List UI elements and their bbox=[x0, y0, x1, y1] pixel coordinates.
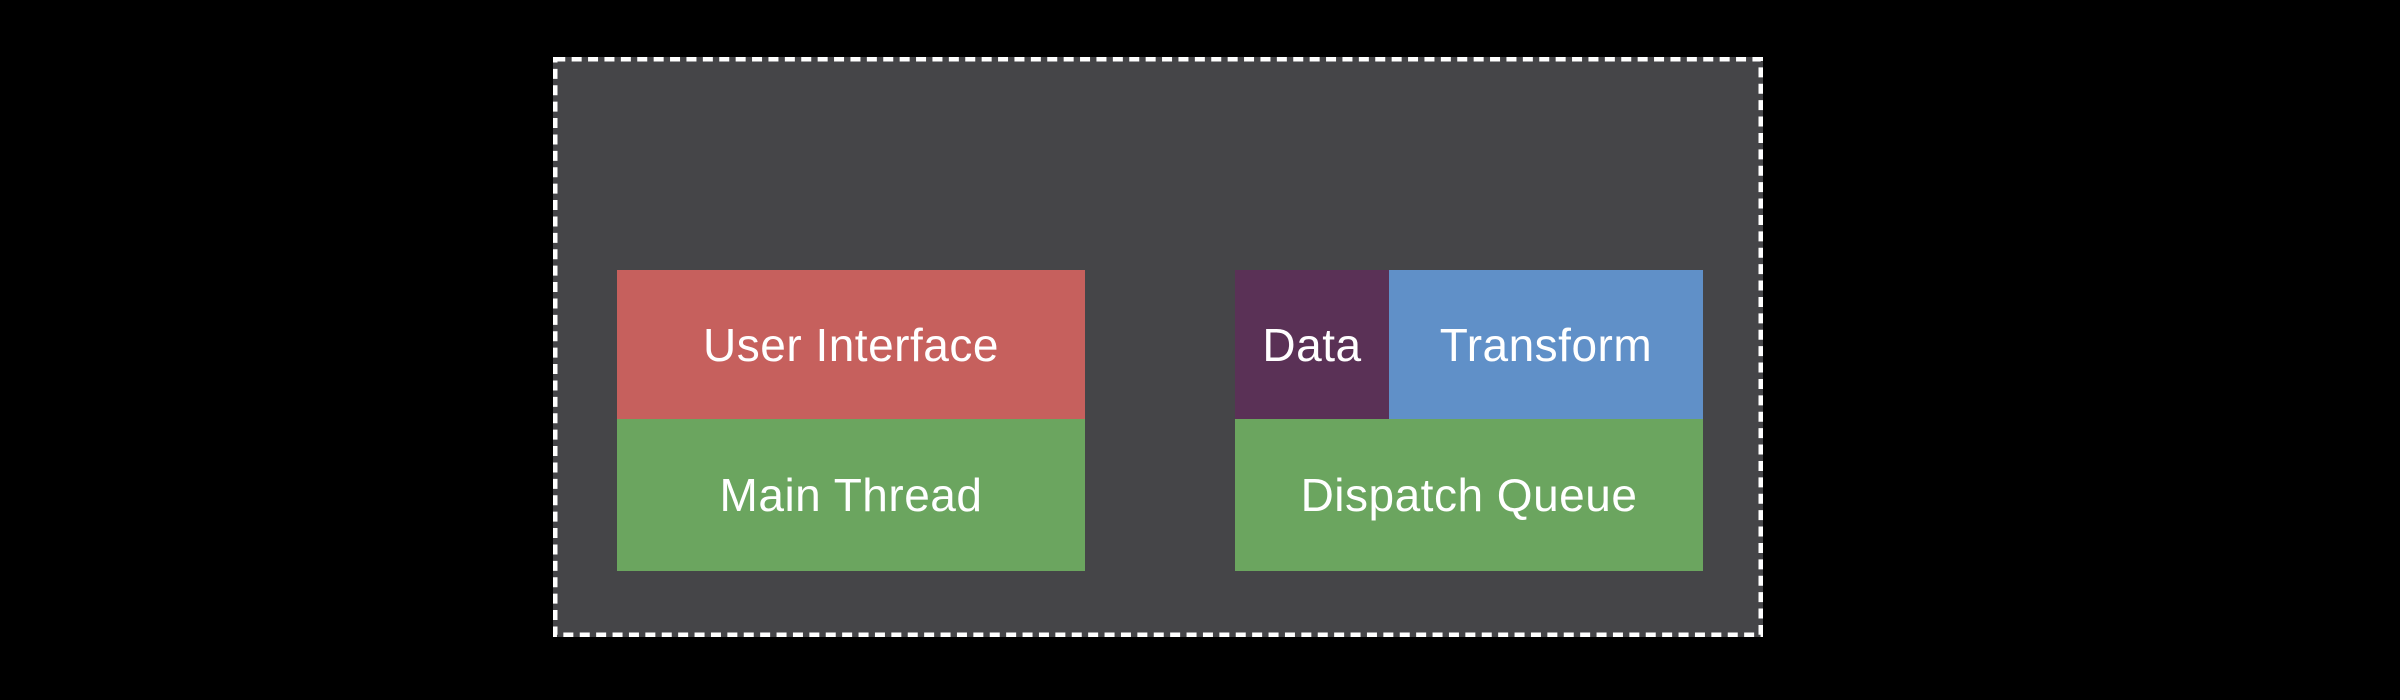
block-data: Data bbox=[1235, 270, 1389, 419]
block-dispatch-queue-label: Dispatch Queue bbox=[1300, 469, 1638, 521]
block-user-interface: User Interface bbox=[617, 270, 1085, 419]
dashed-panel: User Interface Main Thread Data Transfor… bbox=[553, 57, 1763, 637]
block-data-label: Data bbox=[1262, 318, 1362, 371]
block-main-thread: Main Thread bbox=[617, 419, 1085, 571]
block-transform: Transform bbox=[1389, 270, 1703, 419]
block-main-thread-label: Main Thread bbox=[719, 469, 983, 521]
block-transform-label: Transform bbox=[1439, 318, 1653, 371]
block-dispatch-queue: Dispatch Queue bbox=[1235, 419, 1703, 571]
block-user-interface-label: User Interface bbox=[703, 318, 999, 371]
